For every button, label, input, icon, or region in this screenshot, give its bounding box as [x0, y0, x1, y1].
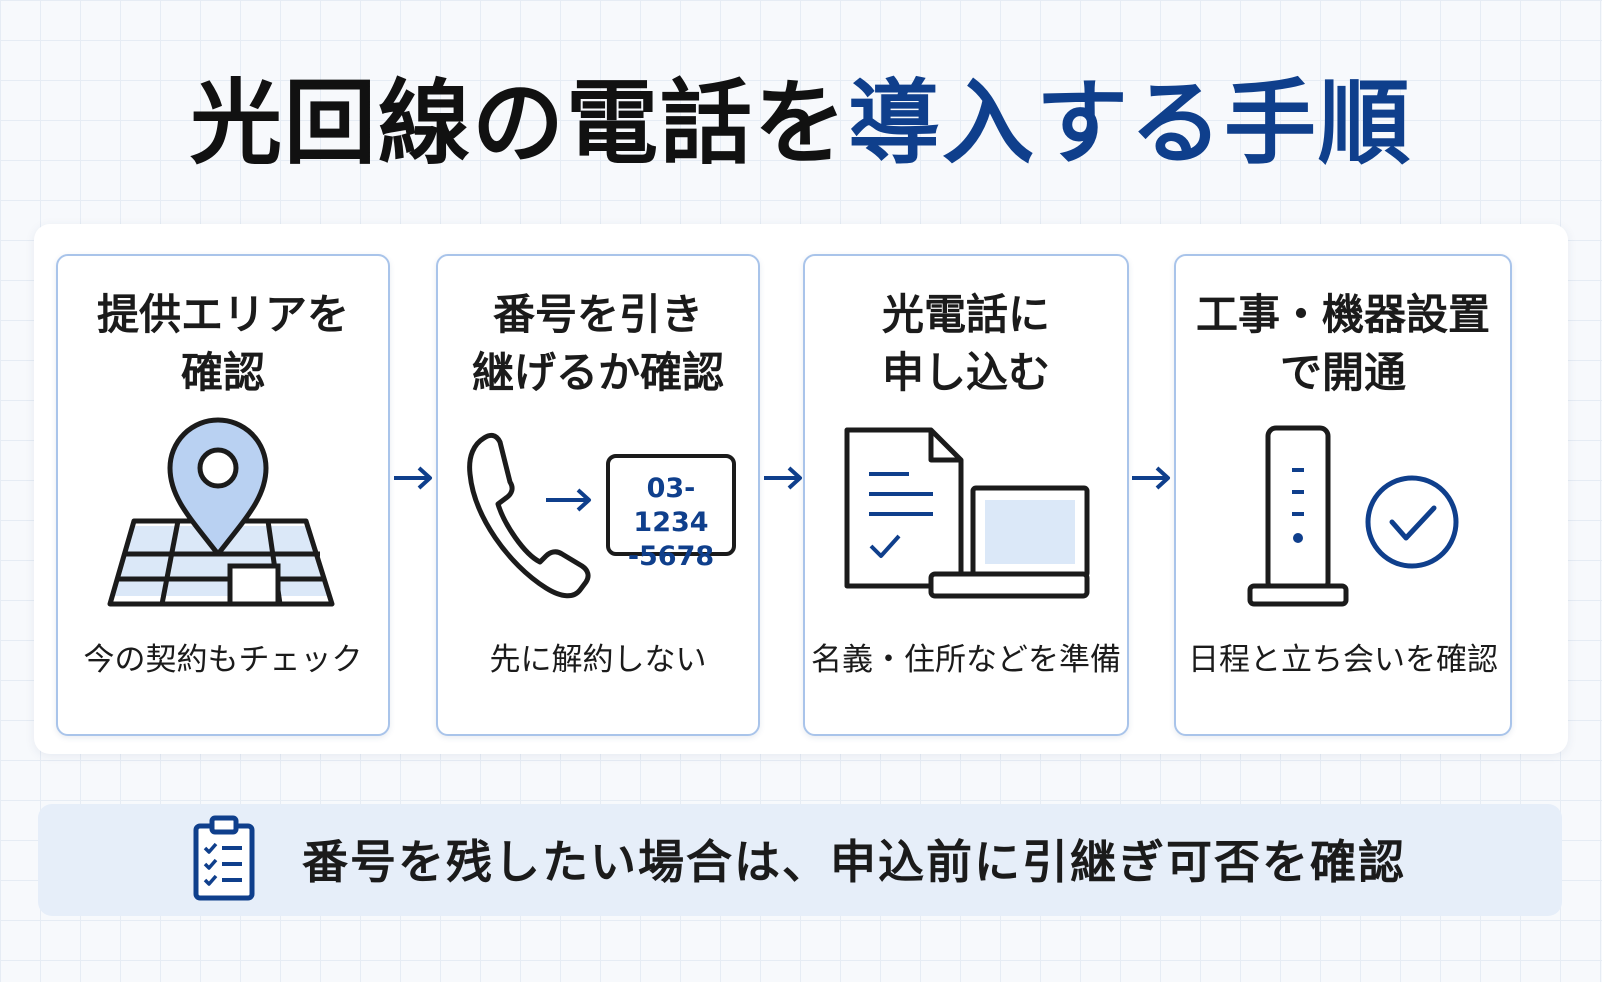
step-card-4: 工事・機器設置 で開通 日程と立ち会いを確認 [1174, 254, 1512, 736]
step-2-caption: 先に解約しない [489, 642, 707, 678]
phone-number-line-1: 03-1234 [633, 473, 709, 538]
map-pin-icon [107, 417, 335, 607]
arrow-right-icon-3 [1132, 466, 1170, 490]
note-text: 番号を残したい場合は、申込前に引継ぎ可否を確認 [302, 835, 1406, 889]
step-3-caption: 名義・住所などを準備 [811, 642, 1121, 678]
title-part-2: 導入する手順 [848, 70, 1413, 177]
step-3-title: 光電話に 申し込む [881, 290, 1050, 397]
step-card-3: 光電話に 申し込む 名義・住所などを準備 [803, 254, 1129, 736]
router-check-icon [1247, 425, 1459, 607]
step-4-title: 工事・機器設置 で開通 [1195, 290, 1490, 397]
step-1-caption: 今の契約もチェック [83, 642, 363, 678]
phone-number-box: 03-1234 -5678 [606, 454, 736, 572]
phone-number-line-2: -5678 [627, 541, 715, 572]
document-laptop-icon [844, 427, 1090, 599]
step-1-title: 提供エリアを 確認 [96, 290, 349, 397]
step-2-title: 番号を引き 継げるか確認 [471, 290, 724, 397]
step-card-2: 番号を引き 継げるか確認 03-1234 -5678 先に解約しない [436, 254, 760, 736]
page-title: 光回線の電話を導入する手順 [0, 64, 1602, 184]
note-banner: 番号を残したい場合は、申込前に引継ぎ可否を確認 [38, 804, 1562, 916]
arrow-right-icon-1 [394, 466, 432, 490]
clipboard-checklist-icon [193, 815, 255, 901]
title-part-1: 光回線の電話を [189, 70, 848, 177]
step-card-1: 提供エリアを 確認 今の契約もチェック [56, 254, 390, 736]
arrow-right-icon-2 [764, 466, 802, 490]
step-4-caption: 日程と立ち会いを確認 [1188, 642, 1498, 678]
phone-number-icon [467, 432, 591, 599]
